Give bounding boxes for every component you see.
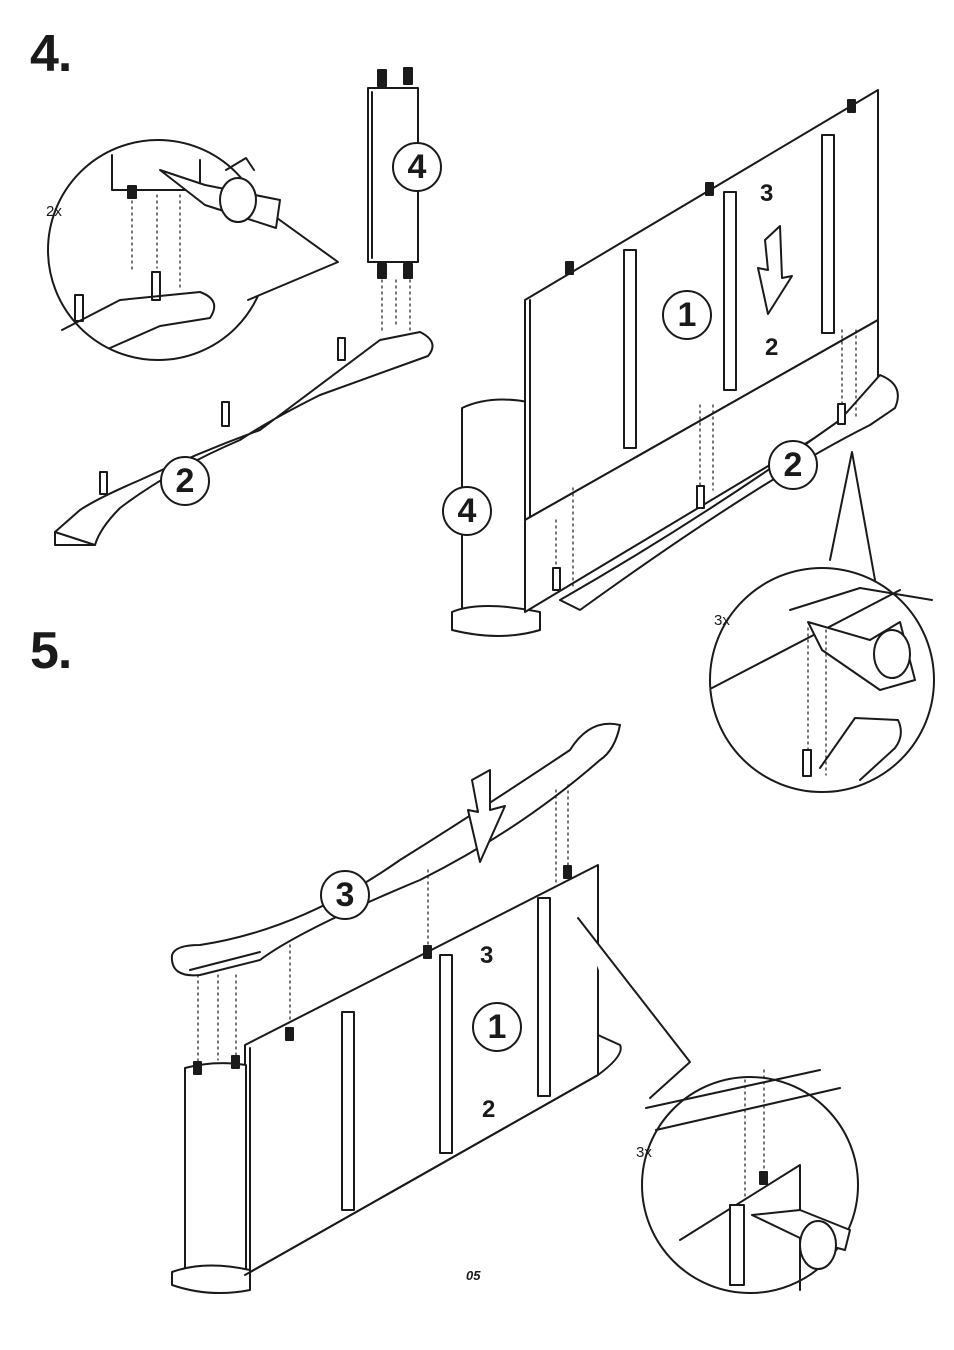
part-label-2-left: 2	[160, 456, 210, 506]
page-number: 05	[466, 1268, 480, 1283]
step-4-number: 4.	[30, 28, 71, 80]
part-label-2-right: 2	[768, 440, 818, 490]
side-label-2-step5: 2	[482, 1096, 495, 1124]
step4-inset-circle	[710, 452, 934, 792]
side-label-3-step4: 3	[760, 180, 773, 208]
part-label-4-top: 4	[392, 142, 442, 192]
part-label-1-step5: 1	[472, 1002, 522, 1052]
part-label-4-step4: 4	[442, 486, 492, 536]
bottom-rail-2	[55, 332, 433, 545]
part-label-3-step5: 3	[320, 870, 370, 920]
step5-assembly	[172, 865, 621, 1293]
step5-inset-quantity: 3x	[636, 1144, 652, 1161]
step4-detail-quantity: 2x	[46, 203, 62, 220]
step5-inset-circle	[578, 918, 858, 1293]
step4-detail-circle	[48, 140, 338, 360]
part-label-1-step4: 1	[662, 290, 712, 340]
leg-panel-4-top	[368, 68, 418, 332]
side-label-3-step5: 3	[480, 942, 493, 970]
step-5-number: 5.	[30, 625, 71, 677]
step4-inset-quantity: 3x	[714, 612, 730, 629]
side-label-2-step4: 2	[765, 334, 778, 362]
